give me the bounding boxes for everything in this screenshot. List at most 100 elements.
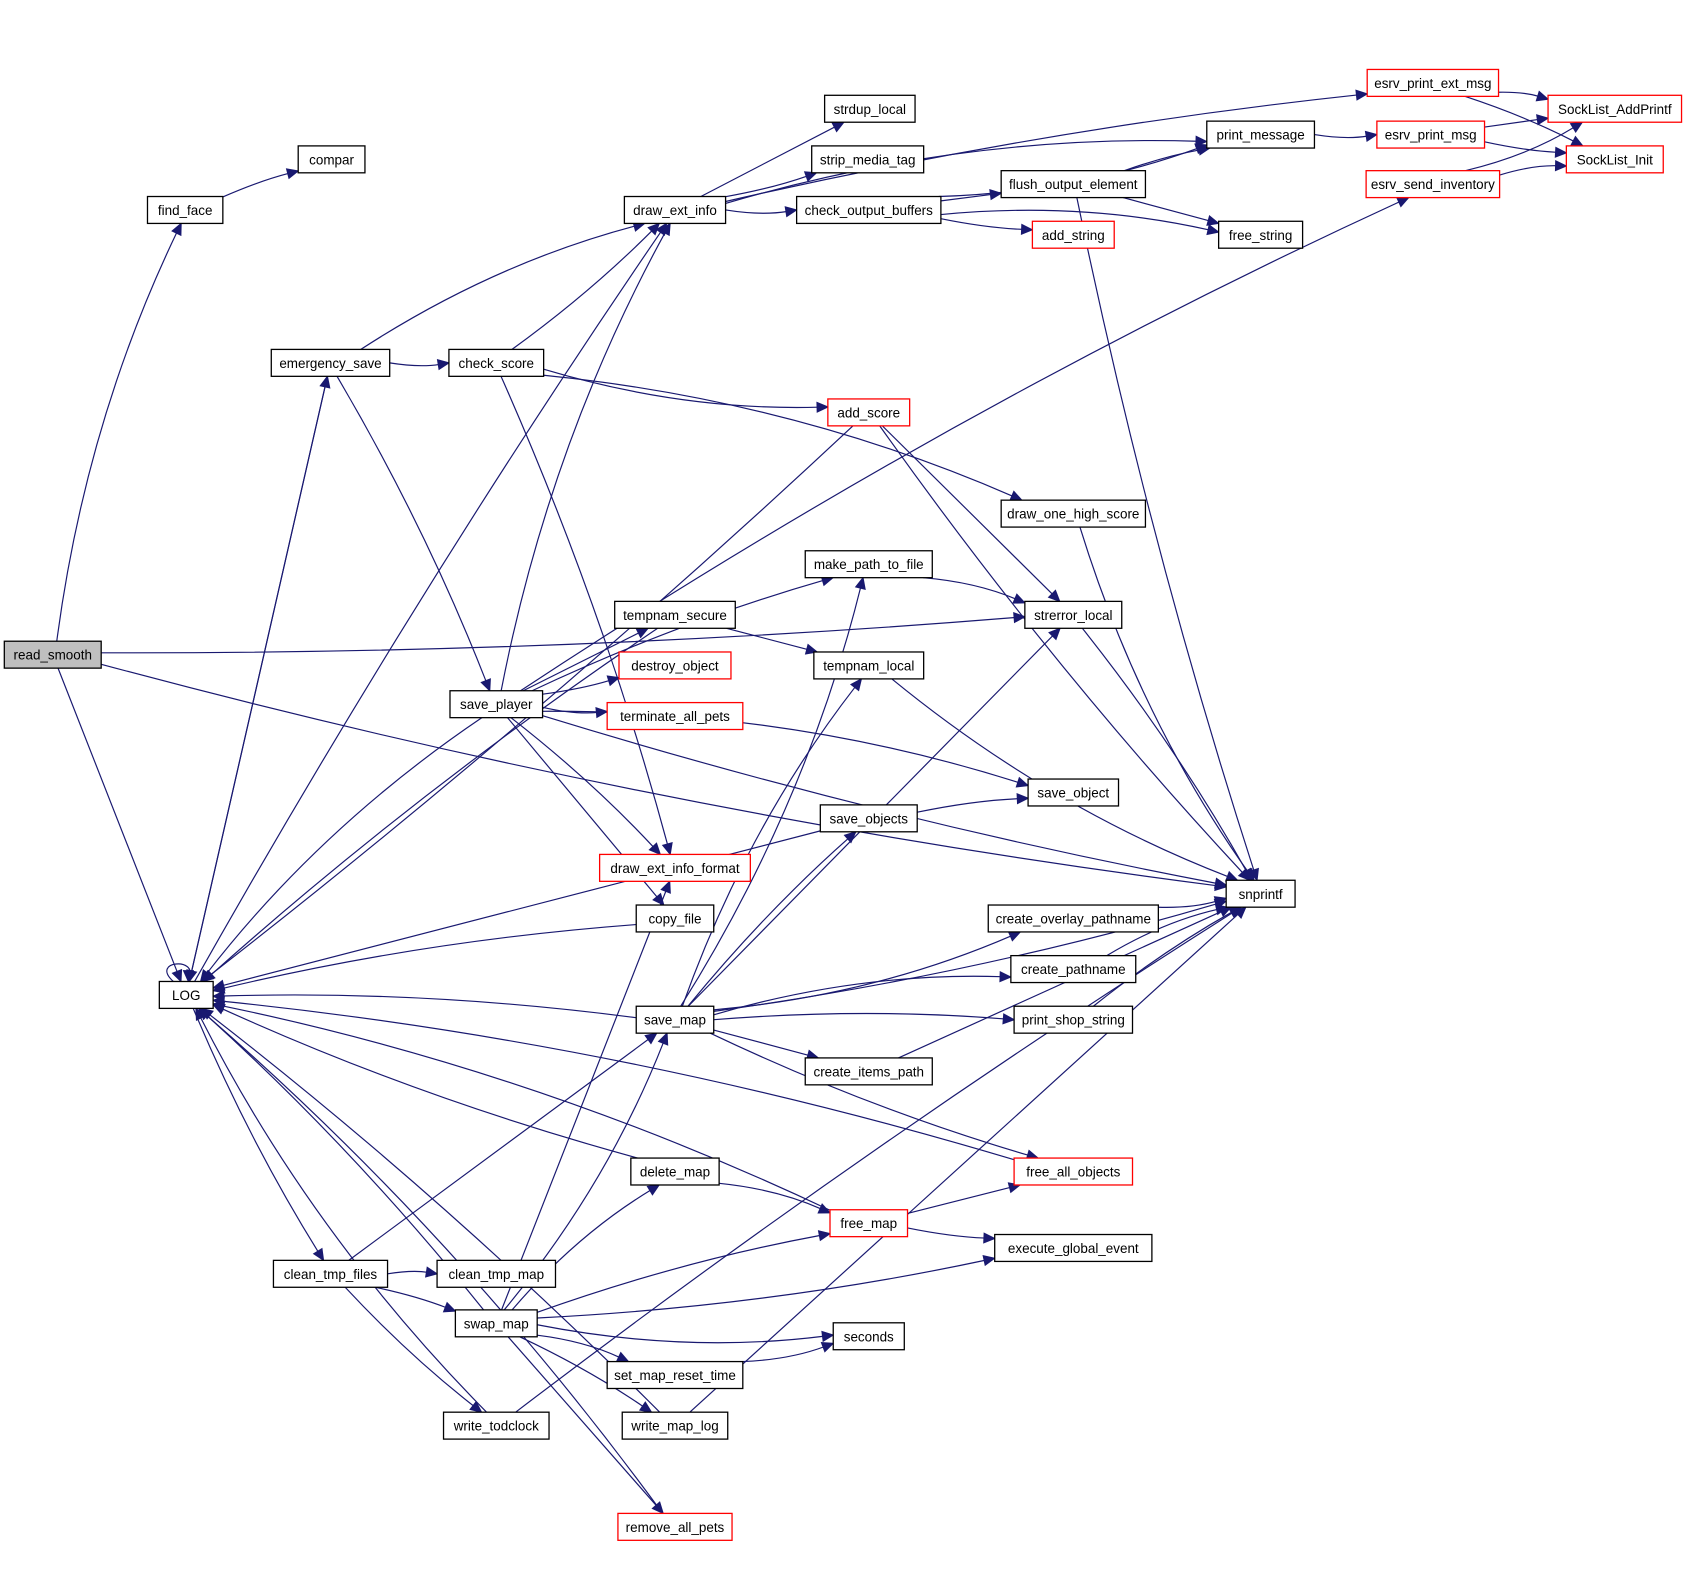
node-create-items-path[interactable]: create_items_path (804, 1057, 933, 1086)
node-compar[interactable]: compar (297, 145, 366, 174)
edge-draw_ext_info-to-check_output_buffers (725, 209, 788, 214)
node-free-map[interactable]: free_map (829, 1209, 909, 1238)
node-print-message[interactable]: print_message (1206, 120, 1316, 149)
node-label: clean_tmp_map (448, 1267, 544, 1282)
node-label: delete_map (640, 1165, 710, 1180)
node-terminate-all-pets[interactable]: terminate_all_pets (606, 701, 744, 731)
arrowhead-icon (1569, 121, 1584, 133)
arrowhead-icon (615, 1351, 630, 1363)
node-snprintf[interactable]: snprintf (1225, 879, 1296, 908)
node-save-objects[interactable]: save_objects (819, 804, 918, 833)
edge-save_objects-to-LOG (222, 830, 821, 987)
node-box (1217, 220, 1304, 249)
node-box (1547, 94, 1683, 123)
node-socklist-addprintf[interactable]: SockList_AddPrintf (1547, 94, 1683, 123)
edge-write_todclock-to-LOG (199, 1016, 488, 1413)
node-copy-file[interactable]: copy_file (635, 904, 715, 933)
node-tempnam-secure[interactable]: tempnam_secure (614, 600, 736, 629)
node-label: strerror_local (1034, 608, 1112, 623)
node-box (811, 145, 925, 174)
node-box (3, 640, 102, 669)
node-write-map-log[interactable]: write_map_log (621, 1411, 729, 1440)
edge-save_map-to-save_objects (687, 837, 849, 1007)
node-label: add_score (837, 405, 900, 420)
node-clean-tmp-files[interactable]: clean_tmp_files (272, 1259, 389, 1288)
edge-flush_output_element-to-free_string (1122, 197, 1210, 222)
node-socklist-init[interactable]: SockList_Init (1565, 145, 1664, 174)
node-delete-map[interactable]: delete_map (630, 1157, 720, 1186)
node-label: flush_output_element (1009, 177, 1138, 192)
node-draw-one-high-score[interactable]: draw_one_high_score (1000, 499, 1147, 528)
node-execute-global-event[interactable]: execute_global_event (994, 1233, 1153, 1263)
edge-free_map-to-free_all_objects (907, 1186, 1011, 1214)
node-check-score[interactable]: check_score (448, 348, 545, 377)
node-create-overlay-pathname[interactable]: create_overlay_pathname (987, 904, 1159, 933)
node-label: clean_tmp_files (284, 1267, 378, 1282)
node-draw-ext-info-format[interactable]: draw_ext_info_format (598, 853, 751, 882)
node-draw-ext-info[interactable]: draw_ext_info (623, 195, 727, 225)
edge-save_map-to-make_path_to_file (680, 586, 862, 1007)
node-write-todclock[interactable]: write_todclock (442, 1411, 550, 1440)
node-clean-tmp-map[interactable]: clean_tmp_map (436, 1259, 557, 1288)
node-esrv-print-msg[interactable]: esrv_print_msg (1376, 120, 1486, 149)
node-emergency-save[interactable]: emergency_save (270, 348, 391, 377)
edge-check_score-to-draw_ext_info_format (500, 376, 669, 846)
edge-save_map-to-LOG (222, 994, 637, 1019)
node-make-path-to-file[interactable]: make_path_to_file (804, 550, 933, 579)
node-box (297, 145, 366, 174)
arrowhead-icon (661, 842, 673, 856)
node-strip-media-tag[interactable]: strip_media_tag (811, 145, 925, 174)
arrowhead-icon (1224, 870, 1239, 882)
arrowhead-icon (436, 359, 451, 371)
edge-save_map-to-print_shop_string (713, 1012, 1005, 1021)
arrowhead-icon (983, 1232, 997, 1244)
node-label: tempnam_secure (623, 608, 727, 623)
arrowhead-icon (1206, 214, 1220, 226)
arrowhead-icon (425, 1266, 439, 1278)
node-remove-all-pets[interactable]: remove_all_pets (617, 1512, 733, 1541)
node-save-player[interactable]: save_player (449, 690, 544, 719)
node-tempnam-local[interactable]: tempnam_local (813, 651, 925, 680)
node-find-face[interactable]: find_face (146, 195, 224, 225)
node-log[interactable]: LOG (158, 980, 214, 1010)
node-save-map[interactable]: save_map (635, 1005, 715, 1034)
node-box (442, 1411, 550, 1440)
node-set-map-reset-time[interactable]: set_map_reset_time (606, 1360, 744, 1390)
node-esrv-print-ext-msg[interactable]: esrv_print_ext_msg (1366, 68, 1500, 98)
node-free-all-objects[interactable]: free_all_objects (1013, 1157, 1134, 1186)
arrowhead-icon (849, 677, 863, 692)
node-add-string[interactable]: add_string (1031, 220, 1115, 249)
node-esrv-send-inventory[interactable]: esrv_send_inventory (1365, 170, 1501, 199)
node-print-shop-string[interactable]: print_shop_string (1013, 1005, 1134, 1034)
arrowhead-icon (1047, 589, 1061, 603)
edge-save_map-to-create_overlay_pathname (713, 935, 1012, 1011)
node-seconds[interactable]: seconds (832, 1322, 905, 1351)
node-create-pathname[interactable]: create_pathname (1010, 954, 1137, 984)
node-free-string[interactable]: free_string (1217, 220, 1304, 249)
edge-clean_tmp_files-to-swap_map (375, 1286, 447, 1309)
node-label: free_all_objects (1026, 1165, 1120, 1180)
node-box (1013, 1005, 1134, 1034)
arrowhead-icon (197, 1007, 211, 1021)
edge-emergency_save-to-LOG (190, 376, 329, 973)
node-read-smooth[interactable]: read_smooth (3, 640, 102, 669)
node-label: snprintf (1239, 887, 1283, 902)
node-flush-output-element[interactable]: flush_output_element (1000, 170, 1147, 199)
edge-esrv_print_ext_msg-to-SockList_Init (1464, 95, 1575, 142)
node-strerror-local[interactable]: strerror_local (1024, 600, 1123, 629)
node-add-score[interactable]: add_score (827, 398, 911, 427)
edge-esrv_print_msg-to-SockList_AddPrintf (1484, 118, 1539, 128)
node-label: strip_media_tag (820, 152, 916, 167)
node-destroy-object[interactable]: destroy_object (618, 651, 732, 680)
edge-delete_map-to-LOG (221, 1008, 638, 1159)
node-swap-map[interactable]: swap_map (454, 1309, 538, 1338)
node-save-object[interactable]: save_object (1027, 778, 1120, 807)
node-check-output-buffers[interactable]: check_output_buffers (795, 195, 942, 225)
node-label: save_map (644, 1013, 706, 1028)
edge-save_player-to-terminate_all_pets (542, 706, 598, 714)
node-box (270, 348, 391, 377)
node-label: create_items_path (813, 1064, 924, 1079)
arrowhead-icon (480, 678, 491, 692)
node-strdup-local[interactable]: strdup_local (823, 94, 916, 123)
node-label: save_object (1037, 786, 1109, 801)
